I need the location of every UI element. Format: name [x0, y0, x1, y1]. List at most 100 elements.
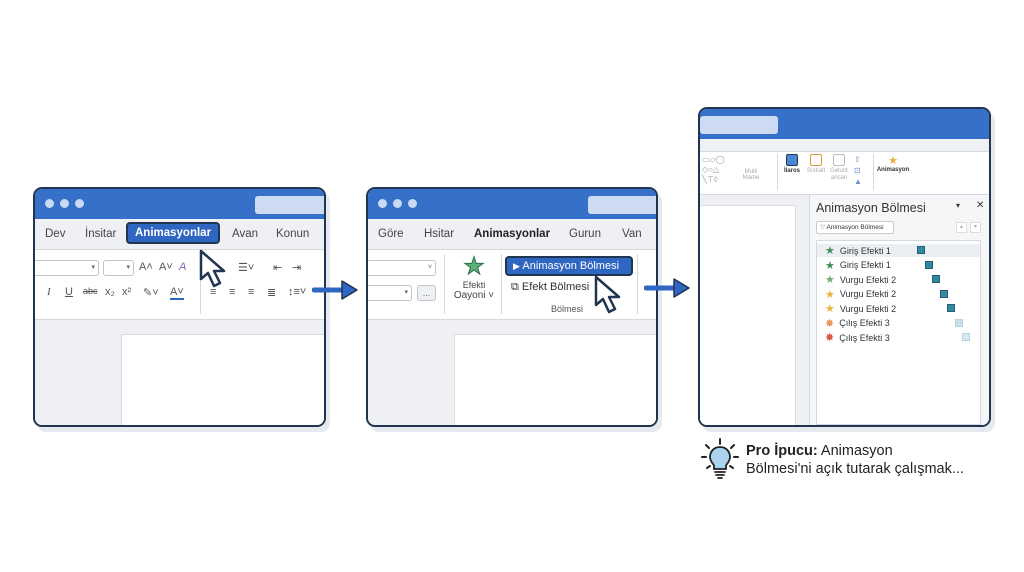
tab-dev[interactable]: Dev	[45, 228, 66, 240]
arrow-right-icon	[312, 280, 358, 300]
close-icon[interactable]: ✕	[976, 200, 985, 211]
copy-icon: ⧉	[511, 281, 522, 293]
highlight-icon[interactable]: ✎˅	[143, 287, 159, 299]
align-center-icon[interactable]: ≡	[229, 286, 236, 298]
divider	[501, 254, 502, 314]
document-page[interactable]	[700, 205, 796, 425]
animation-item-label: Giriş Efekti 1	[839, 245, 891, 256]
divider	[777, 154, 778, 190]
gelunt-button[interactable]: Gelunt ancan	[828, 154, 850, 182]
filter-label: Animasyon Bölmesi	[826, 224, 884, 231]
title-search-box[interactable]	[255, 196, 324, 214]
animation-pane: Animasyon Bölmesi ▾ ✕ ▽ Animasyon Bölmes…	[809, 195, 989, 425]
timeline-bar[interactable]	[932, 275, 940, 283]
timeline-bar[interactable]	[962, 333, 970, 341]
effect-label-2: Oayoni ˅	[453, 290, 495, 301]
animation-list-item[interactable]: ✸Çılış Efekti 3	[825, 317, 890, 330]
align-left-icon[interactable]: ≡	[210, 286, 217, 298]
document-page[interactable]	[454, 334, 656, 425]
arrange-icon	[786, 154, 798, 166]
shapes-gallery[interactable]: ▭▱◯◇○△╲⊤◊	[702, 155, 725, 184]
superscript-icon[interactable]: x²	[122, 286, 132, 298]
title-search-box[interactable]	[588, 196, 656, 214]
effect-label: Efekti	[462, 280, 486, 290]
animation-list-item[interactable]: ✸Çılış Efekti 3	[825, 331, 890, 344]
sistialt-label: Sıstıalt	[806, 168, 826, 174]
tab-animasyonlar[interactable]: Animasyonlar	[126, 222, 221, 244]
animation-list-item[interactable]: ★Giriş Efekti 1	[817, 244, 980, 257]
tab-konun[interactable]: Konun	[276, 228, 310, 240]
star-icon: ★	[825, 274, 835, 286]
effect-options-button[interactable]: ★ Efekti Oayoni ˅	[450, 253, 498, 301]
italic-icon[interactable]: I	[47, 286, 51, 298]
effect-pane-label: Efekt Bölmesi	[521, 281, 590, 293]
timeline-bar[interactable]	[947, 304, 955, 312]
tip-text-2: Bölmesi'ni açık tutarak çalışmak...	[746, 461, 964, 477]
more-button[interactable]: ...	[417, 285, 436, 301]
document-page[interactable]	[121, 334, 324, 425]
timeline-bar[interactable]	[924, 260, 933, 269]
step1-window: Dev İnsitar Animasyonlar Avan Konun ▾ ▾ …	[33, 187, 326, 427]
title-bar	[700, 109, 989, 139]
move-up-button[interactable]: ▴	[956, 222, 967, 233]
animation-item-label: Vurgu Efekti 2	[839, 274, 897, 285]
star-icon: ★	[825, 288, 835, 301]
title-bar	[368, 189, 656, 219]
animation-list-item[interactable]: ★ Vurgu Efekti 2	[825, 273, 896, 286]
window-controls[interactable]	[45, 199, 84, 208]
window-controls[interactable]	[378, 199, 417, 208]
font-select[interactable]: ▾	[35, 260, 99, 276]
burst-icon: ✸	[825, 332, 835, 344]
outdent-icon[interactable]: ⇥	[292, 262, 302, 274]
ilaros-button[interactable]: İlaros	[782, 154, 802, 174]
tab-animasyonlar[interactable]: Animasyonlar	[474, 228, 551, 240]
tab-hsitar[interactable]: Hsitar	[424, 228, 455, 240]
animation-pane-button[interactable]: ▶ Animasyon Bölmesi	[505, 256, 633, 276]
timeline-bar[interactable]	[939, 289, 948, 298]
star-icon: ★	[825, 259, 835, 272]
animation-list-item[interactable]: ★Giriş Efekti 1	[825, 259, 891, 272]
justify-icon[interactable]: ≣	[267, 287, 277, 299]
tab-insitar[interactable]: İnsitar	[85, 228, 117, 240]
clear-format-icon[interactable]: A	[179, 261, 187, 273]
sistialt-button[interactable]: Sıstıalt	[804, 154, 828, 174]
animation-list-item[interactable]: ★ Vurgu Efekti 2	[825, 288, 896, 301]
ilaros-label: İlaros	[783, 168, 800, 174]
document-area	[35, 320, 324, 425]
format-icons[interactable]: ⇧⊡▲	[854, 155, 862, 186]
ribbon: ˅ ▾ ... ★ Efekti Oayoni ˅ ▶ Animasyon Bö…	[368, 250, 656, 320]
animation-list: ★Giriş Efekti 1★Giriş Efekti 1★Vurgu Efe…	[816, 240, 981, 425]
pane-menu-icon[interactable]: ▾	[956, 201, 961, 210]
subscript-icon[interactable]: x₂	[105, 286, 115, 298]
option-select[interactable]: ▾	[368, 285, 412, 301]
shrink-font-icon[interactable]: A˅	[159, 261, 173, 273]
title-search-box[interactable]	[700, 116, 778, 134]
underline-icon[interactable]: U	[65, 286, 73, 298]
effect-select[interactable]: ˅	[368, 260, 436, 276]
align-right-icon[interactable]: ≡	[248, 286, 255, 298]
grow-font-icon[interactable]: A˄	[139, 261, 153, 273]
strikethrough-icon[interactable]: abc	[83, 286, 98, 296]
animasyon-button[interactable]: ★ Animasyon	[876, 154, 910, 173]
font-color-icon[interactable]: A˅	[170, 286, 184, 300]
line-spacing-icon[interactable]: ↕≡˅	[288, 286, 307, 298]
animation-item-label: Vurgu Efekti 2	[839, 289, 897, 299]
timeline-bar[interactable]	[954, 318, 963, 327]
font-size-select[interactable]: ▾	[103, 260, 134, 276]
ribbon: ▾ ▾ A˄ A˅ A ☰˅ ⇤ ⇥ I U abc x₂ x² ✎˅ A˅ ≡…	[35, 250, 324, 320]
tab-gore[interactable]: Göre	[378, 228, 404, 240]
pane-filter-button[interactable]: ▽ Animasyon Bölmesi	[816, 221, 894, 234]
list-icon[interactable]: ☰˅	[238, 262, 255, 274]
multi-mame-button[interactable]: Multi Mame	[742, 169, 760, 181]
animation-list-item[interactable]: ★Vurgu Efekti 2	[825, 302, 896, 315]
divider	[200, 254, 201, 314]
move-down-button[interactable]: ▾	[970, 222, 981, 233]
indent-icon[interactable]: ⇤	[273, 262, 283, 274]
tab-van[interactable]: Van	[622, 228, 642, 240]
divider	[637, 254, 638, 314]
timeline-bar[interactable]	[917, 246, 925, 254]
tab-avan[interactable]: Avan	[232, 228, 259, 240]
tab-gurun[interactable]: Gurun	[569, 228, 601, 240]
tip-label: Pro İpucu:	[746, 443, 818, 459]
effect-pane-button[interactable]: ⧉ Efekt Bölmesi	[511, 281, 589, 294]
